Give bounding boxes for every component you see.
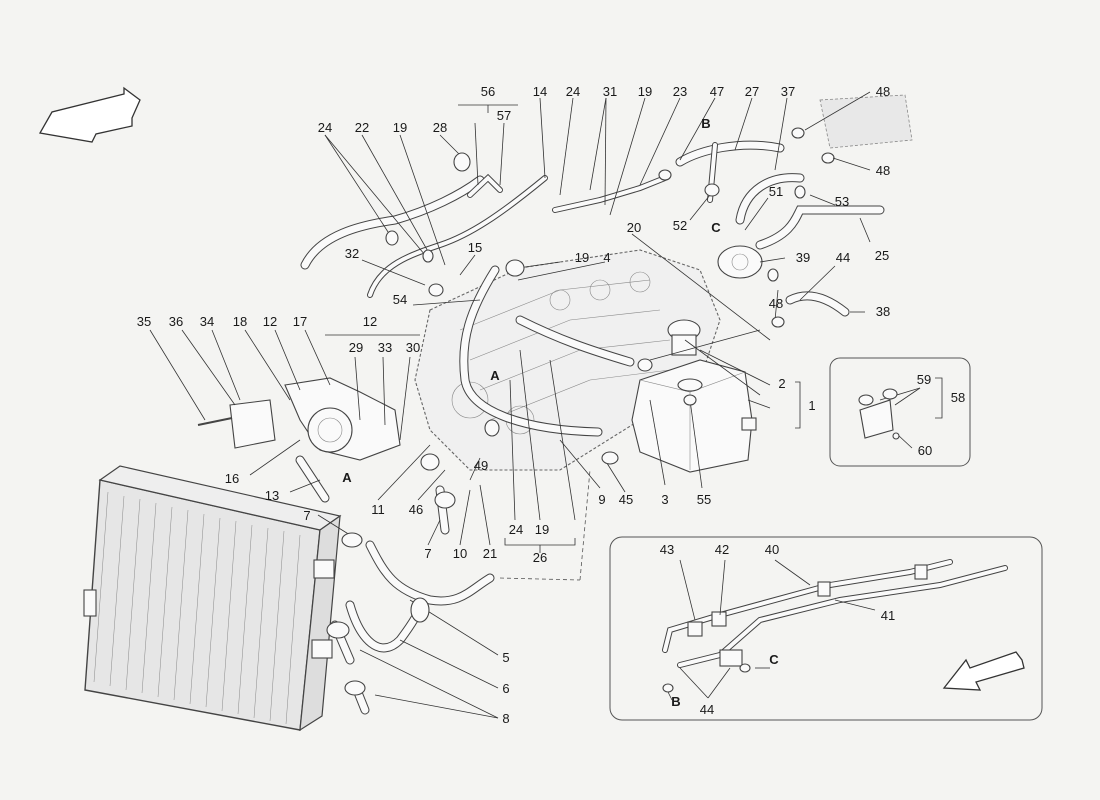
- callout-19: 19: [393, 120, 407, 135]
- radiator: [83, 465, 342, 732]
- inset-bracket-detail: [829, 357, 971, 467]
- callout-12: 12: [363, 314, 377, 329]
- callout-labels: 56 57 14 24 31 19 23 47 27 37 48 48 24 2…: [137, 84, 965, 726]
- callout-15: 15: [468, 240, 482, 255]
- callout-10: 10: [453, 546, 467, 561]
- callout-55: 55: [697, 492, 711, 507]
- callout-59: 59: [917, 372, 931, 387]
- callout-17: 17: [293, 314, 307, 329]
- callout-52: 52: [673, 218, 687, 233]
- callout-28: 28: [433, 120, 447, 135]
- callout-24: 24: [509, 522, 523, 537]
- callout-2: 2: [778, 376, 785, 391]
- callout-44: 44: [836, 250, 850, 265]
- callout-B: B: [701, 116, 710, 131]
- callout-56: 56: [481, 84, 495, 99]
- callout-54: 54: [393, 292, 407, 307]
- callout-7: 7: [424, 546, 431, 561]
- callout-40: 40: [765, 542, 779, 557]
- callout-8: 8: [502, 711, 509, 726]
- callout-18: 18: [233, 314, 247, 329]
- callout-7: 7: [303, 508, 310, 523]
- callout-31: 31: [603, 84, 617, 99]
- thermostat-housing: [197, 377, 401, 503]
- callout-35: 35: [137, 314, 151, 329]
- callout-C: C: [769, 652, 779, 667]
- callout-A: A: [490, 368, 500, 383]
- callout-B: B: [671, 694, 680, 709]
- auxiliary-water-pump: [717, 245, 763, 279]
- callout-49: 49: [474, 458, 488, 473]
- callout-53: 53: [835, 194, 849, 209]
- callout-60: 60: [918, 443, 932, 458]
- callout-29: 29: [349, 340, 363, 355]
- lower-hoses: [330, 485, 495, 715]
- callout-47: 47: [710, 84, 724, 99]
- callout-24: 24: [566, 84, 580, 99]
- callout-33: 33: [378, 340, 392, 355]
- callout-57: 57: [497, 108, 511, 123]
- callout-26: 26: [533, 550, 547, 565]
- callout-22: 22: [355, 120, 369, 135]
- callout-24: 24: [318, 120, 332, 135]
- callout-C: C: [711, 220, 721, 235]
- callout-46: 46: [409, 502, 423, 517]
- callout-30: 30: [406, 340, 420, 355]
- callout-9: 9: [598, 492, 605, 507]
- callout-58: 58: [951, 390, 965, 405]
- callout-51: 51: [769, 184, 783, 199]
- callout-20: 20: [627, 220, 641, 235]
- callout-21: 21: [483, 546, 497, 561]
- callout-48: 48: [876, 84, 890, 99]
- direction-arrow-top-left: [38, 86, 141, 143]
- callout-32: 32: [345, 246, 359, 261]
- callout-48: 48: [769, 296, 783, 311]
- callout-11: 11: [371, 502, 385, 517]
- hose-clamps: [326, 152, 806, 696]
- callout-1: 1: [808, 398, 815, 413]
- callout-38: 38: [876, 304, 890, 319]
- callout-13: 13: [265, 488, 279, 503]
- callout-44: 44: [700, 702, 714, 717]
- direction-arrow-bottom-right: [942, 651, 1025, 691]
- callout-36: 36: [169, 314, 183, 329]
- callout-41: 41: [881, 608, 895, 623]
- upper-hoses: [300, 140, 885, 437]
- inset-pipes-detail: [609, 536, 1043, 721]
- callout-23: 23: [673, 84, 687, 99]
- callout-3: 3: [661, 492, 668, 507]
- callout-45: 45: [619, 492, 633, 507]
- callout-43: 43: [660, 542, 674, 557]
- callout-12: 12: [263, 314, 277, 329]
- heater-core: [791, 94, 913, 164]
- callout-34: 34: [200, 314, 214, 329]
- callout-14: 14: [533, 84, 547, 99]
- callout-42: 42: [715, 542, 729, 557]
- callout-19: 19: [575, 250, 589, 265]
- callout-19: 19: [535, 522, 549, 537]
- callout-37: 37: [781, 84, 795, 99]
- leader-lines: [149, 91, 943, 719]
- callout-16: 16: [225, 471, 239, 486]
- callout-5: 5: [502, 650, 509, 665]
- callout-4: 4: [603, 250, 610, 265]
- callout-27: 27: [745, 84, 759, 99]
- callout-25: 25: [875, 248, 889, 263]
- callout-6: 6: [502, 681, 509, 696]
- callout-48: 48: [876, 163, 890, 178]
- callout-19: 19: [638, 84, 652, 99]
- callout-39: 39: [796, 250, 810, 265]
- callout-A: A: [342, 470, 352, 485]
